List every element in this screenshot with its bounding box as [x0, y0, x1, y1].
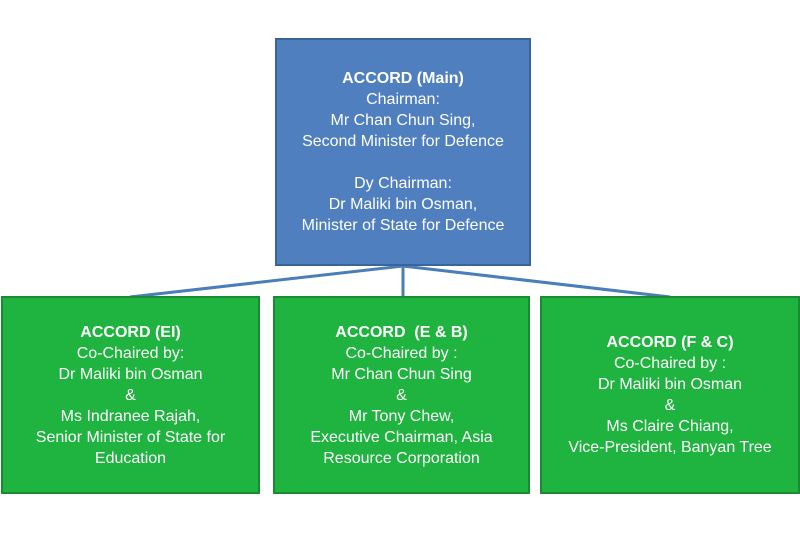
fc-post-line1: Vice-President, Banyan Tree	[568, 439, 772, 456]
main-chair-name: Mr Chan Chun Sing,	[330, 112, 476, 129]
ei-post-line2: Education	[94, 449, 167, 467]
main-title: ACCORD (Main)	[342, 70, 464, 87]
accord-eb-box: ACCORD (E & B) Co-Chaired by : Mr Chan C…	[273, 296, 530, 494]
ei-person2: Ms Indranee Rajah,	[60, 407, 201, 425]
ei-cochair-label: Co-Chaired by:	[76, 344, 185, 362]
fc-person1: Dr Maliki bin Osman	[597, 376, 743, 393]
main-dy-post: Minister of State for Defence	[301, 217, 505, 234]
eb-title: ACCORD (E & B)	[335, 323, 468, 341]
main-dy-role: Dy Chairman:	[354, 175, 452, 192]
fc-person2: Ms Claire Chiang,	[606, 418, 734, 435]
ei-post-line1: Senior Minister of State for	[35, 428, 226, 446]
main-chair-role: Chairman:	[366, 91, 440, 108]
eb-person1: Mr Chan Chun Sing	[331, 365, 472, 383]
eb-person2: Mr Tony Chew,	[348, 407, 455, 425]
connector-to-fc	[402, 264, 671, 299]
main-dy-name: Dr Maliki bin Osman,	[328, 196, 478, 213]
ei-title: ACCORD (EI)	[80, 323, 181, 341]
eb-ampersand: &	[396, 386, 407, 404]
eb-cochair-label: Co-Chaired by :	[345, 344, 458, 362]
eb-post-line2: Resource Corporation	[323, 449, 480, 467]
accord-main-box: ACCORD (Main) Chairman: Mr Chan Chun Sin…	[275, 38, 531, 266]
fc-cochair-label: Co-Chaired by :	[613, 355, 727, 372]
fc-ampersand: &	[664, 397, 676, 414]
fc-title: ACCORD (F & C)	[606, 334, 734, 351]
accord-ei-box: ACCORD (EI) Co-Chaired by: Dr Maliki bin…	[1, 296, 260, 494]
eb-post-line1: Executive Chairman, Asia	[310, 428, 493, 446]
accord-fc-box: ACCORD (F & C) Co-Chaired by : Dr Maliki…	[540, 296, 800, 494]
ei-ampersand: &	[125, 386, 136, 404]
ei-person1: Dr Maliki bin Osman	[58, 365, 203, 383]
main-chair-post: Second Minister for Defence	[302, 133, 504, 150]
connector-to-ei	[129, 264, 404, 299]
